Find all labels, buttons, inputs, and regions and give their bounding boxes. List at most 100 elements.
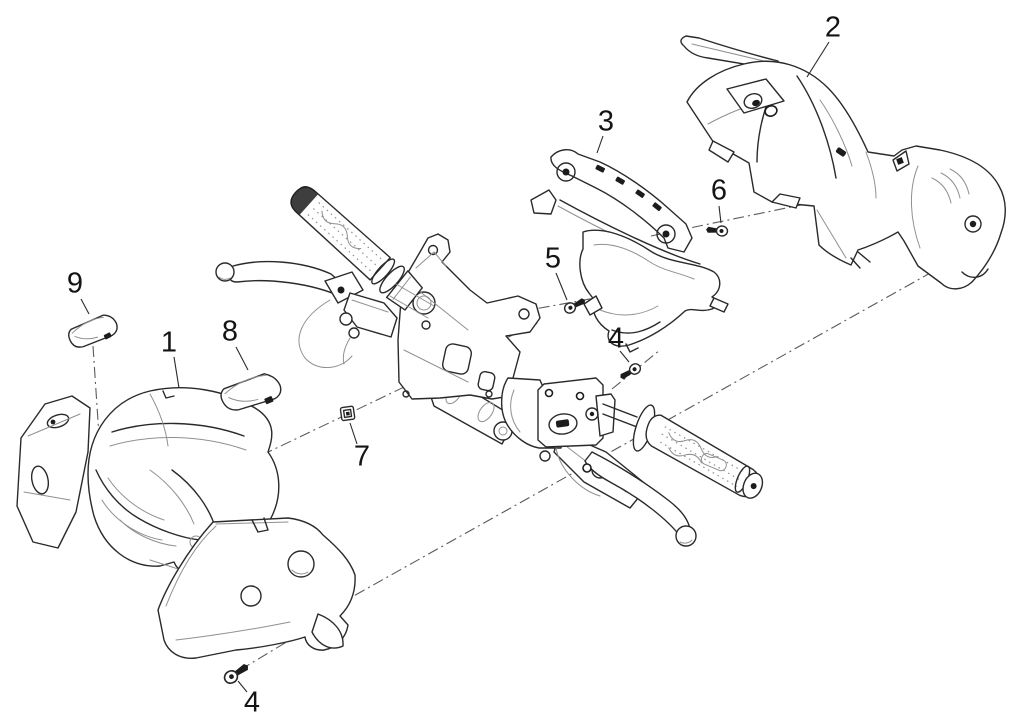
part2-switch-hole	[743, 93, 763, 109]
leader-8	[235, 346, 249, 371]
grip-clamp-line	[392, 276, 411, 300]
part1-crease-shade	[109, 393, 247, 451]
grip-texture-dots	[660, 426, 746, 488]
cable-loop	[298, 299, 353, 368]
callout-8: 8	[221, 315, 239, 348]
screw-4-bottom	[223, 663, 248, 685]
part-3-handlebar-cover	[530, 149, 729, 353]
left-grip	[290, 185, 423, 311]
part1-bracket-hole	[30, 465, 50, 495]
part2-foot	[850, 251, 871, 269]
leader-7	[349, 422, 358, 445]
right-grip	[632, 404, 764, 499]
part-1-front-handlebar-cover	[16, 387, 356, 659]
callout-6: 6	[710, 174, 728, 207]
axis-main	[299, 271, 933, 627]
cap8-tab	[264, 396, 274, 405]
part2-hook-line	[691, 43, 769, 63]
pivot-bolt	[337, 286, 345, 294]
part3-tip	[625, 343, 639, 353]
plate-foot-hole	[402, 390, 410, 398]
plate-big-hole-shade	[416, 295, 432, 311]
part3-tooth	[652, 202, 662, 212]
plate-square-hole	[441, 343, 473, 375]
plate-bracket-hole	[518, 308, 530, 320]
leader-4-bottom	[237, 680, 248, 693]
mc-pivot	[585, 407, 599, 421]
axis-part9	[92, 345, 100, 437]
leader-2	[806, 41, 830, 78]
right-controls	[500, 377, 638, 497]
lever-pivot-bolt	[582, 463, 592, 473]
callout-4-bottom: 4	[243, 686, 261, 719]
hose-line	[342, 337, 351, 365]
left-brake-lever	[215, 260, 435, 368]
handlebar-assembly	[215, 185, 764, 547]
part2-wing-boss	[964, 215, 982, 233]
callout-1: 1	[160, 326, 178, 359]
part3-boss-left	[556, 162, 576, 182]
part2-flange-shade	[816, 209, 847, 259]
leader-4-top	[619, 350, 630, 363]
plate-tab-hole	[427, 244, 439, 256]
part3-boss-right-hole	[662, 230, 670, 238]
screw-shank	[572, 298, 586, 308]
part3-apron	[579, 229, 723, 347]
part2-wing-tab-slot	[896, 157, 904, 165]
part2-switch-hole-dark	[752, 99, 760, 107]
plate-notch	[415, 251, 447, 269]
right-brake-lever	[582, 451, 697, 547]
part3-boss-left-hole	[562, 168, 570, 176]
leader-lines	[80, 41, 830, 693]
callout-5: 5	[544, 242, 562, 275]
part2-left-tab	[708, 140, 735, 163]
column-ring	[477, 401, 495, 423]
plate-slot-hole	[477, 370, 496, 392]
grip-end-band	[290, 185, 319, 215]
clip-inner	[342, 408, 353, 419]
part2-arch	[796, 75, 837, 179]
part1-key-slot	[46, 413, 70, 429]
lever-blade	[584, 451, 691, 538]
lever-blade	[228, 260, 347, 298]
mc-cap	[548, 413, 578, 435]
part1-flange-notch	[251, 517, 269, 533]
part2-wing-ribs	[931, 168, 970, 204]
plate-outline	[397, 233, 541, 400]
part1-crease	[111, 422, 245, 437]
part1-recess-arc	[101, 477, 177, 547]
hose-nut	[539, 450, 551, 462]
part1-left-bracket	[16, 395, 91, 549]
mc-cap-slot	[555, 419, 570, 428]
callout-9: 9	[66, 267, 84, 300]
bar-tube	[602, 403, 638, 428]
part1-flange-hole-small	[240, 585, 262, 607]
leader-5	[555, 272, 568, 301]
part2-wing-hook	[961, 268, 989, 278]
part-9-cover-cap	[68, 314, 118, 348]
part2-wing-boss-hole	[969, 220, 977, 228]
leader-6	[718, 205, 722, 224]
clip-slot	[345, 411, 350, 416]
part-2-rear-handlebar-cover	[680, 35, 1006, 290]
grip-clamp	[385, 270, 423, 311]
master-cylinder	[537, 377, 604, 448]
screw-shank	[706, 226, 719, 233]
part2-slot	[835, 147, 847, 157]
part2-switch-block	[726, 78, 785, 114]
part3-crease	[559, 199, 701, 265]
stem-link	[389, 283, 435, 319]
part3-window-shade	[593, 243, 695, 316]
column-nut-hole	[498, 426, 508, 436]
grip-collar-ring	[379, 265, 405, 294]
screw-4-top	[620, 363, 642, 380]
part3-spur	[709, 297, 729, 313]
part1-key-dot	[50, 419, 56, 425]
screw-slot	[568, 305, 573, 310]
callout-4-top: 4	[607, 322, 625, 355]
plate-small-hole	[421, 320, 431, 330]
part3-tooth	[615, 176, 625, 185]
axis-screw5	[517, 296, 602, 313]
